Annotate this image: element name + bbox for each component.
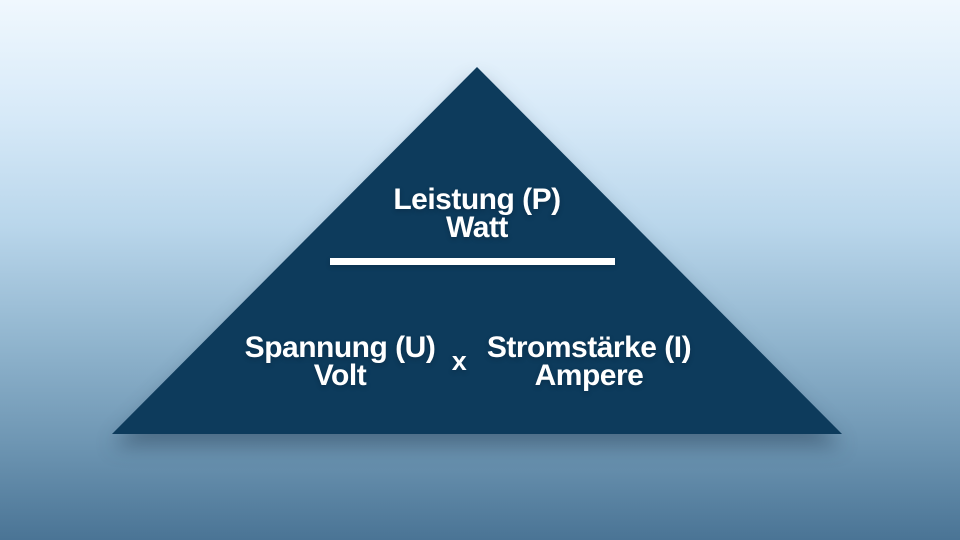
current-label: Stromstärke (I) Ampere bbox=[486, 331, 692, 392]
current-label-unit: Ampere bbox=[534, 359, 644, 392]
voltage-label-name: Spannung (U) bbox=[244, 331, 436, 364]
triangle-shape bbox=[112, 67, 842, 434]
voltage-label-unit: Volt bbox=[313, 359, 367, 392]
power-label-name: Leistung (P) bbox=[393, 183, 561, 216]
power-triangle bbox=[112, 67, 842, 434]
power-label-unit: Watt bbox=[446, 211, 508, 244]
power-label: Leistung (P) Watt bbox=[393, 183, 561, 244]
multiplication-operator: x bbox=[451, 346, 467, 376]
voltage-label: Spannung (U) Volt bbox=[244, 331, 436, 392]
current-label-name: Stromstärke (I) bbox=[486, 331, 692, 364]
fraction-divider-line bbox=[330, 258, 615, 265]
